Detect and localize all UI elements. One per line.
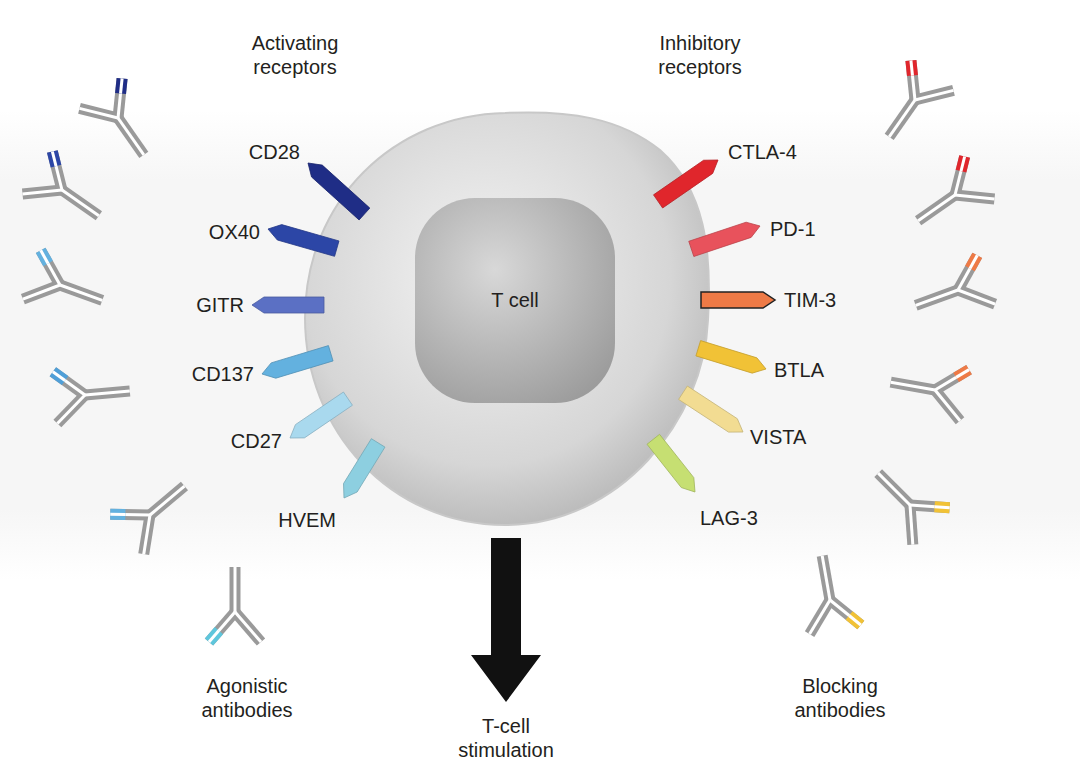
antibody <box>886 357 969 421</box>
receptor-arrow <box>290 392 352 438</box>
receptor-label: CTLA-4 <box>728 140 797 164</box>
antibody <box>110 466 201 554</box>
receptor-label: BTLA <box>774 358 824 382</box>
receptor-arrow <box>679 386 743 432</box>
receptor-label: GITR <box>196 293 244 317</box>
stimulation-arrow <box>471 538 541 702</box>
nucleus <box>415 198 615 403</box>
receptor-label: CD27 <box>231 429 282 453</box>
antibody <box>79 79 165 170</box>
receptor-arrow <box>252 297 324 313</box>
receptor-arrow <box>344 439 385 498</box>
antibody <box>209 567 261 642</box>
outcome-label: T-cell stimulation <box>436 714 576 762</box>
nucleus-box: T cell <box>415 198 615 403</box>
antibody <box>53 365 132 423</box>
receptor-label: LAG-3 <box>700 506 758 530</box>
receptor-label: HVEM <box>278 508 336 532</box>
receptor-label: TIM-3 <box>784 288 836 312</box>
antibody-heading: Agonistic antibodies <box>177 674 317 722</box>
receptor-label: CD137 <box>192 362 254 386</box>
cell-label: T cell <box>491 289 538 312</box>
group-heading: Activating receptors <box>225 31 365 79</box>
background-band <box>0 110 1080 580</box>
antibody <box>860 455 950 545</box>
receptor-label: OX40 <box>209 220 260 244</box>
antibody <box>903 156 994 242</box>
receptor-arrow <box>262 346 333 379</box>
receptor-arrow <box>689 222 760 256</box>
group-heading: Inhibitory receptors <box>630 31 770 79</box>
antibody <box>23 151 114 237</box>
receptor-label: PD-1 <box>770 217 816 241</box>
receptor-label: CD28 <box>249 140 300 164</box>
receptor-arrow <box>308 163 370 220</box>
cell-body <box>305 112 709 525</box>
receptor-arrow <box>654 160 718 208</box>
antibody <box>797 551 861 634</box>
receptor-group <box>252 160 775 498</box>
antibody <box>23 250 111 325</box>
receptor-label: VISTA <box>750 425 806 449</box>
receptor-arrow <box>647 434 695 492</box>
receptor-arrow <box>696 341 766 374</box>
antibody-heading: Blocking antibodies <box>770 674 910 722</box>
receptor-arrow <box>701 292 775 308</box>
antibody <box>907 255 995 330</box>
receptor-arrow <box>268 225 339 257</box>
antibody <box>868 61 954 152</box>
